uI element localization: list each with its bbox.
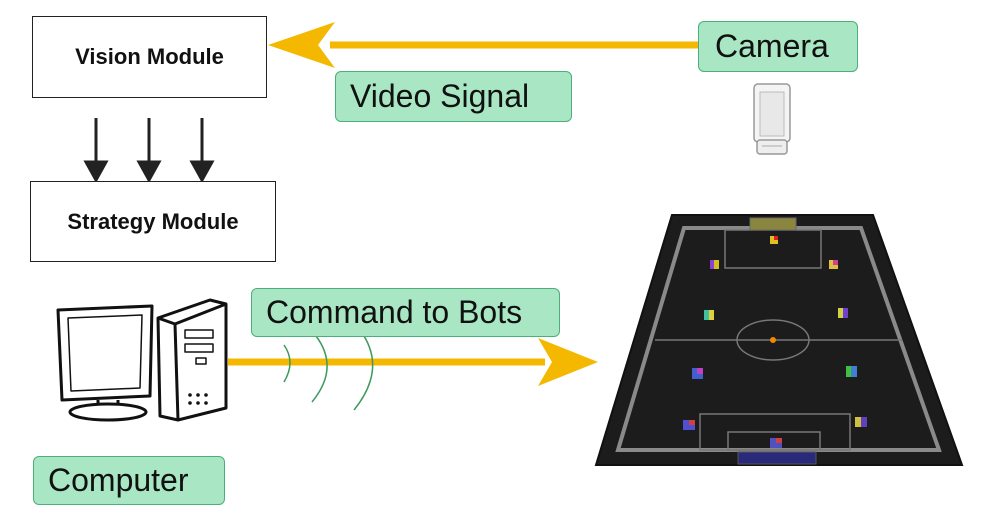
vision-module-box: Vision Module bbox=[32, 16, 267, 98]
video-signal-label-text: Video Signal bbox=[350, 78, 530, 114]
strategy-module-label: Strategy Module bbox=[67, 208, 239, 234]
computer-tower-icon bbox=[156, 298, 228, 422]
camera-icon bbox=[753, 83, 791, 155]
computer-monitor-icon bbox=[56, 304, 154, 422]
camera-label: Camera bbox=[698, 21, 858, 72]
command-label: Command to Bots bbox=[251, 288, 560, 337]
camera-label-text: Camera bbox=[715, 28, 829, 64]
signal-wave-icon bbox=[283, 329, 374, 411]
video-signal-label: Video Signal bbox=[335, 71, 572, 122]
vision-module-label: Vision Module bbox=[75, 44, 224, 69]
computer-label-text: Computer bbox=[48, 462, 189, 498]
strategy-module-box: Strategy Module bbox=[30, 181, 276, 262]
video-signal-arrow bbox=[268, 22, 700, 68]
module-flow-arrows bbox=[83, 118, 215, 184]
soccer-field-icon bbox=[594, 214, 964, 466]
command-label-text: Command to Bots bbox=[266, 294, 523, 330]
computer-label: Computer bbox=[33, 456, 225, 505]
robot-markers bbox=[683, 236, 867, 448]
command-arrow bbox=[228, 338, 598, 386]
